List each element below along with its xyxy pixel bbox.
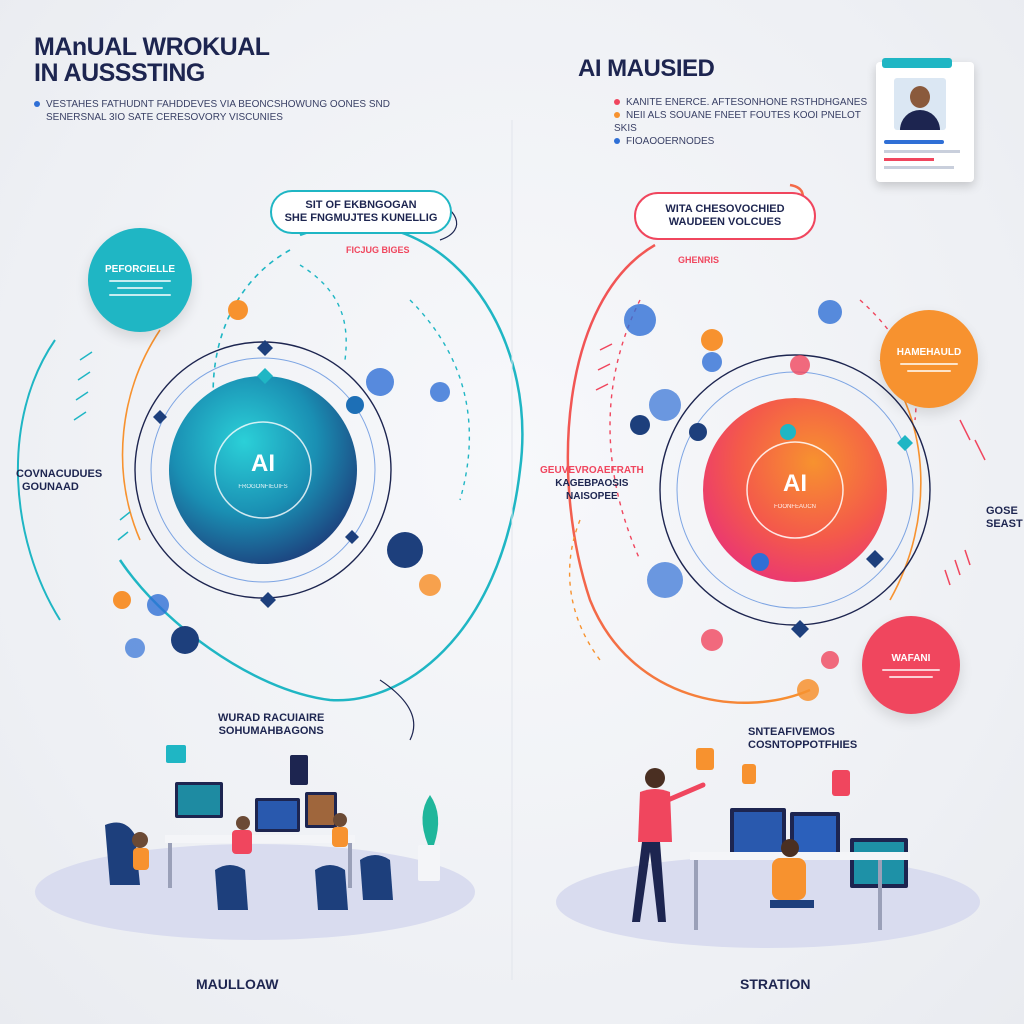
left-bullet-icon [34,101,40,108]
bullet-icon [614,99,620,106]
left-side-label-line1: COVNACUDUES [16,468,103,480]
profile-photo [894,78,946,130]
right-callout-line2: WAUDEEN VOLCUES [668,216,782,228]
right-bullet-text: NEII ALS SOUANE FNEET FOUTES KOOI PNELOT… [614,110,861,134]
bubble-line [116,287,164,289]
profile-line [884,158,934,161]
profile-line [884,166,954,169]
left-outer-arc [16,339,61,621]
left-callout-line2: SHE FNGMUJTES KUNELLIG [284,212,438,224]
right-bullet-item: NEII ALS SOUANE FNEET FOUTES KOOI PNELOT… [614,109,874,135]
left-node-markers [113,300,450,658]
left-loop-path [118,223,524,702]
right-bullet-item: KANITE ENERCE. AFTESONHONE RSTHDHGANES [614,96,874,109]
profile-line [884,150,960,153]
right-bottom-bubble: WAFANI [862,616,960,714]
profile-card-tab [882,58,952,68]
right-bullet-list: KANITE ENERCE. AFTESONHONE RSTHDHGANES N… [614,96,874,148]
left-bottom-label-line1: WURAD RACUIAIRE [218,712,325,724]
left-callout-line1: SIT OF EKBNGOGAN [305,199,417,211]
profile-line [884,140,944,144]
left-dash-ticks [73,351,131,541]
left-core-ai-label: AI [251,450,275,477]
left-desc-line1: VESTAHES FATHUDNT FAHDDEVES VIA BEONCSHO… [46,99,390,110]
right-center-label-line3: NAISOPEE [566,491,618,502]
left-bubble-title: PEFORCIELLE [104,264,175,275]
right-core-ring [746,441,844,539]
left-core-disc [169,376,357,564]
bullet-icon [614,112,620,119]
right-callout-sub: GHENRIS [678,255,720,265]
right-center-label-line2: KAGEBPAOSIS [555,478,629,489]
left-description: VESTAHES FATHUDNT FAHDDEVES VIA BEONCSHO… [34,98,394,124]
left-callout-sub: FICJUG BIGES [346,245,410,255]
left-ai-core: AI FROGONFIEUIFS [193,420,333,520]
bubble-line [888,675,934,678]
profile-card [876,58,974,182]
right-core-caption: FOONFEAUCN [774,504,816,510]
right-node-markers [624,300,913,701]
left-footer-label: MAULLOAW [196,976,279,992]
bubble-line [906,369,952,372]
right-title: AI MAUSIED [578,55,715,82]
right-bullet-text: KANITE ENERCE. AFTESONHONE RSTHDHGANES [626,97,868,108]
bullet-icon [614,138,620,145]
left-bottom-label-line2: SOHUMAHBAGONS [218,725,324,737]
bubble-line [108,294,172,296]
left-ring-mid [150,357,376,583]
left-info-bubble: PEFORCIELLE [88,228,192,332]
left-core-ring [214,421,312,519]
avatar-head-icon [910,86,930,108]
right-center-label: GEUVEVROAEFRATH KAGEBPAOSIS NAISOPEE [540,464,644,503]
bubble-line [881,668,941,671]
left-desc-line2: SENERSNAL 3IO SATE CERESOVORY VISCUNIES [46,112,283,123]
right-ai-core: AI FOONFEAUCN [725,440,865,540]
bubble-line [108,280,172,282]
right-office-scene [556,748,980,948]
right-dash-ticks [595,343,986,586]
right-footer-label: STRATION [740,976,811,992]
right-top-bubble-title: HAMEHAULD [896,346,962,358]
left-orange-arc [121,329,161,541]
right-edge-label: GOSE SEAST [986,505,1023,531]
right-callout-line1: WITA CHESOVOCHIED [665,203,785,215]
right-bullet-text: FIOAOOERNODES [626,136,715,147]
right-core-ai-label: AI [783,470,807,497]
left-core-caption: FROGONFIEUIFS [238,484,288,490]
right-bottom-bubble-title: WAFANI [891,652,931,664]
right-core-disc [703,398,887,582]
left-side-label: COVNACUDUES GOUNAAD [16,468,102,494]
right-top-bubble: HAMEHAULD [880,310,978,408]
right-bottom-label-line2: COSNTOPPOTFHIES [748,739,858,751]
right-bottom-label-line1: SNTEAFIVEMOS [748,726,835,738]
right-callout: WITA CHESOVOCHIED WAUDEEN VOLCUES [634,192,816,240]
right-bottom-label: SNTEAFIVEMOS COSNTOPPOTFHIES [748,726,857,752]
left-title-line1: MAnUAL WROKUAL [34,33,270,61]
bubble-line [899,362,959,365]
right-bullet-item: FIOAOOERNODES [614,135,874,148]
right-center-label-line1: GEUVEVROAEFRATH [540,465,644,476]
avatar-body-icon [900,110,940,130]
right-edge-label-line2: SEAST [986,518,1023,530]
right-edge-label-line1: GOSE [986,505,1018,517]
left-office-scene [35,745,475,940]
left-callout: SIT OF EKBNGOGAN SHE FNGMUJTES KUNELLIG [270,190,452,234]
left-title-line2: IN AUSSSTING [34,59,205,87]
left-bottom-label: WURAD RACUIAIRE SOHUMAHBAGONS [218,712,324,738]
left-side-label-line2: GOUNAAD [22,481,79,493]
